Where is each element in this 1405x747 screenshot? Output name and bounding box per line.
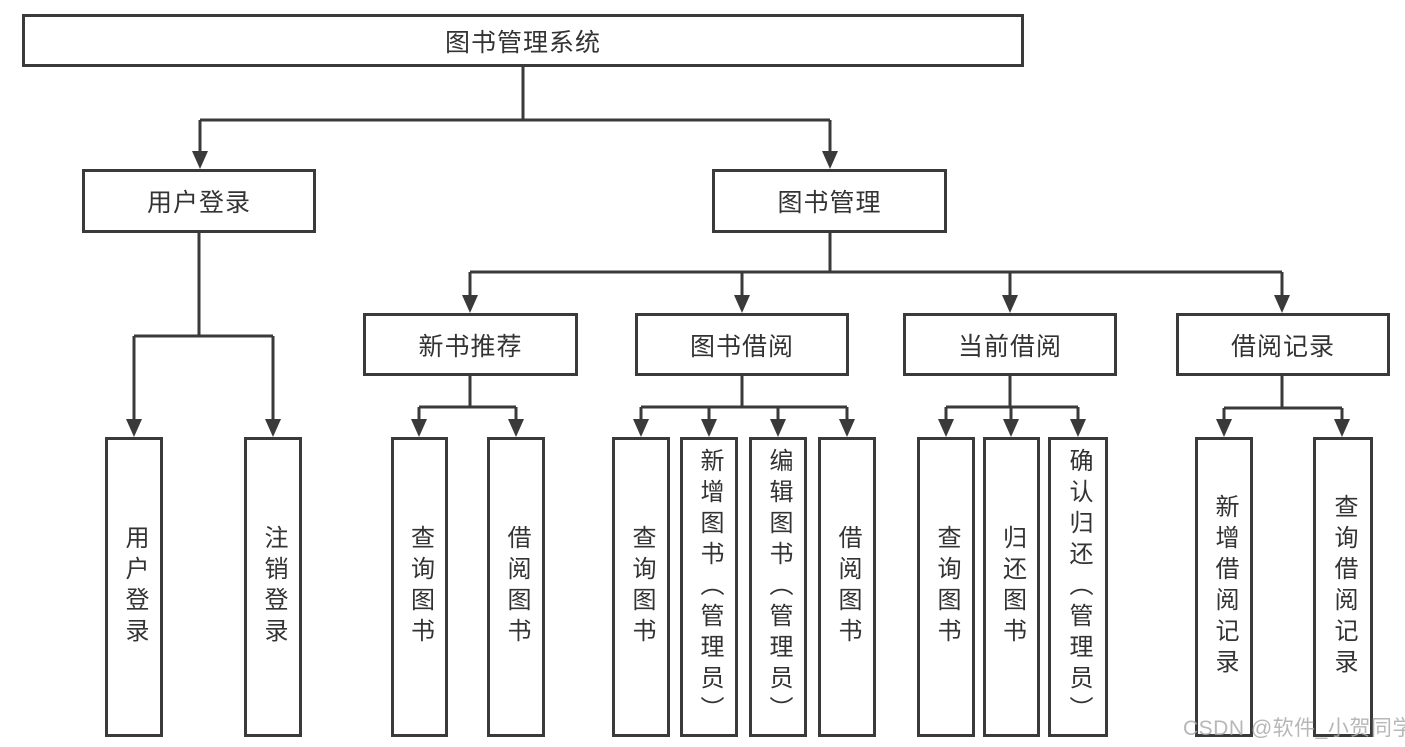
leaf-confirm-return-admin-label: 确认归还（管理员）	[1065, 447, 1092, 727]
leaf-query-borrow-record: 查询借阅记录	[1313, 437, 1373, 737]
connector-book-borrowing-leaves	[633, 376, 855, 437]
connector-user-login-leaves	[126, 233, 281, 437]
leaf-return-books: 归还图书	[983, 437, 1040, 737]
leaf-borrow-books-2: 借阅图书	[818, 437, 876, 737]
leaf-add-borrow-record: 新增借阅记录	[1195, 437, 1253, 737]
connector-new-book-recommend-leaves	[411, 376, 524, 437]
node-new-book-recommend-label: 新书推荐	[418, 332, 523, 361]
leaf-query-books-3: 查询图书	[917, 437, 975, 737]
connector-book-management-groups	[462, 233, 1290, 313]
leaf-edit-books-admin: 编辑图书（管理员）	[749, 437, 807, 737]
node-library-system: 图书管理系统	[22, 14, 1024, 67]
node-borrowing-records: 借阅记录	[1176, 313, 1390, 376]
node-current-borrowing-label: 当前借阅	[957, 332, 1062, 361]
node-library-system-label: 图书管理系统	[444, 28, 601, 57]
node-current-borrowing: 当前借阅	[903, 313, 1117, 376]
node-user-login: 用户登录	[82, 169, 316, 233]
leaf-borrow-books-2-label: 借阅图书	[834, 525, 861, 649]
leaf-add-books-admin: 新增图书（管理员）	[680, 437, 738, 737]
leaf-logout: 注销登录	[244, 437, 302, 737]
leaf-borrow-books-1: 借阅图书	[487, 437, 545, 737]
leaf-query-books-2: 查询图书	[612, 437, 670, 737]
node-book-management: 图书管理	[712, 169, 947, 233]
leaf-confirm-return-admin: 确认归还（管理员）	[1048, 437, 1108, 737]
node-book-management-label: 图书管理	[777, 189, 882, 217]
node-borrowing-records-label: 借阅记录	[1230, 332, 1335, 361]
connector-current-borrowing-leaves	[938, 376, 1086, 437]
leaf-user-login: 用户登录	[105, 437, 163, 737]
node-user-login-label: 用户登录	[146, 189, 251, 217]
leaf-borrow-books-1-label: 借阅图书	[503, 525, 530, 649]
leaf-return-books-label: 归还图书	[998, 525, 1026, 649]
connector-borrowing-records-leaves	[1216, 376, 1350, 437]
leaf-query-books-1-label: 查询图书	[406, 525, 434, 649]
leaf-user-login-label: 用户登录	[121, 525, 148, 649]
leaf-add-borrow-record-label: 新增借阅记录	[1211, 494, 1238, 680]
node-new-book-recommend: 新书推荐	[363, 313, 578, 376]
leaf-query-borrow-record-label: 查询借阅记录	[1330, 494, 1357, 680]
node-book-borrowing-label: 图书借阅	[689, 332, 794, 361]
connector-root-to-level2	[192, 66, 838, 169]
leaf-query-books-3-label: 查询图书	[933, 525, 960, 649]
node-book-borrowing: 图书借阅	[635, 313, 849, 376]
leaf-query-books-2-label: 查询图书	[628, 525, 655, 649]
watermark-text: CSDN @软件_小贺同学	[1183, 717, 1405, 740]
leaf-logout-label: 注销登录	[260, 525, 287, 649]
leaf-edit-books-admin-label: 编辑图书（管理员）	[765, 447, 792, 727]
leaf-query-books-1: 查询图书	[391, 437, 448, 737]
leaf-add-books-admin-label: 新增图书（管理员）	[696, 447, 723, 727]
